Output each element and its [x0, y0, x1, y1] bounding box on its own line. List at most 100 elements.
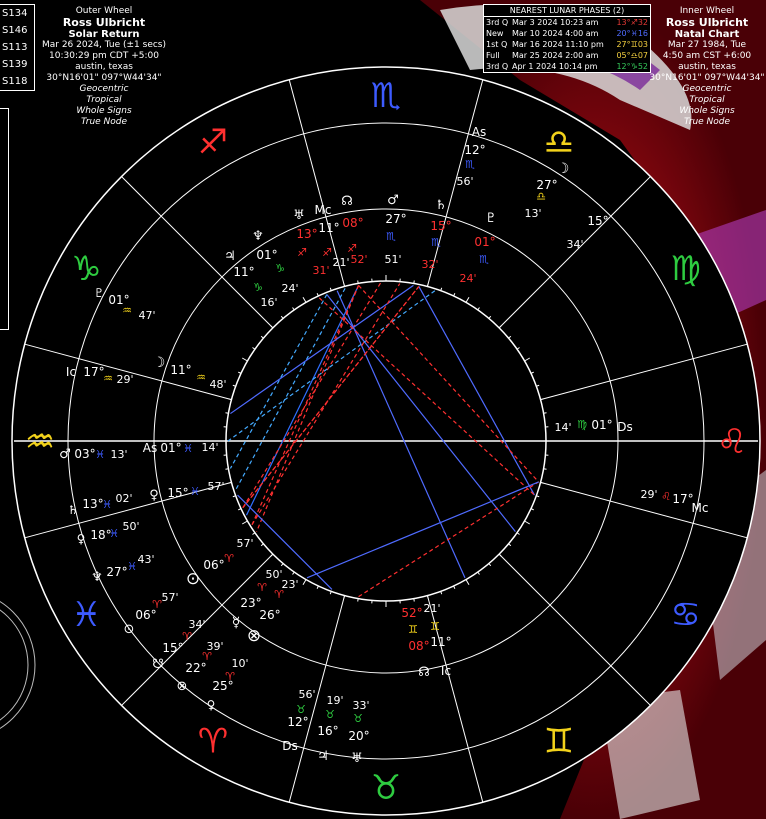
aquarius-sign-icon: ♒ — [25, 422, 55, 462]
uranus-sign: ♐ — [297, 246, 307, 259]
degree-tick — [292, 571, 295, 575]
sr-midheaven-label: Mc — [692, 501, 709, 515]
side-panel-frame — [0, 108, 9, 330]
aspect-line — [242, 286, 420, 509]
sr-uranus-degree: 26° — [259, 608, 280, 622]
aspect-line — [326, 294, 516, 532]
scorpio-sign-icon: ♏ — [371, 76, 401, 116]
natal-moon-glyph: ☽ — [557, 161, 570, 177]
sr-uranus-minutes: 23' — [281, 578, 298, 591]
inner-wheel-date: Mar 27 1984, Tue — [667, 40, 747, 50]
natal-neptune-minutes: 24' — [281, 282, 298, 295]
house-cusp-line — [121, 553, 274, 706]
sr-mars-glyph: ♂ — [59, 447, 71, 462]
side-list-item: S113 — [2, 42, 28, 53]
natal-ic-minutes: 21' — [423, 602, 440, 615]
natal-neptune-degree: 01° — [256, 248, 277, 262]
sagittarius-sign-icon: ♐ — [198, 122, 228, 162]
outer-wheel-name: Ross Ulbricht — [62, 16, 146, 29]
node-sign: ♐ — [347, 242, 357, 255]
degree-tick — [280, 315, 284, 319]
degree-tick — [238, 508, 242, 511]
natal-jupiter-degree: 11° — [233, 265, 254, 279]
side-list-item: S134 — [2, 8, 28, 19]
outer-wheel-place: austin, texas — [75, 62, 133, 72]
inner-wheel-type: Natal Chart — [674, 29, 740, 40]
lunar-phase-name: 1st Q — [486, 40, 508, 49]
aspect-line — [358, 284, 540, 483]
uranus-degree: 13° — [296, 227, 317, 241]
sr-asc-minutes: 14' — [201, 441, 218, 454]
sr-venus-degree: 15° — [167, 486, 188, 500]
degree-tick — [270, 553, 274, 557]
aspect-line — [245, 285, 360, 516]
degree-tick — [536, 495, 540, 498]
lunar-phase-date: Mar 16 2024 11:10 pm — [512, 40, 604, 49]
natal-ic-label: Ic — [441, 664, 451, 678]
degree-tick — [508, 335, 512, 339]
natal-fortune-glyph: ⊗ — [177, 679, 188, 694]
degree-tick — [316, 585, 319, 589]
saturn-minutes: 32' — [421, 258, 438, 271]
mc-minutes: 21' — [332, 256, 349, 269]
natal-ds-right-degree: 01° — [591, 418, 612, 432]
degree-tick — [516, 532, 520, 535]
sr-sun-degree: 06° — [203, 558, 224, 572]
sr-sun-sign: ♈ — [224, 552, 234, 565]
sr-jupiter-sign: ♈ — [257, 581, 267, 594]
house-cusp-line — [24, 481, 232, 539]
sr-asc-sign: ♓ — [183, 442, 193, 455]
degree-tick — [343, 595, 346, 599]
pisces-sign-icon: ♓ — [71, 595, 101, 635]
natal-mars-degree: 27° — [385, 212, 406, 226]
lunar-phase-row: 3rd Q Apr 1 2024 10:14 pm 12°♑52 — [484, 61, 650, 72]
natal-taurus2-minutes: 33' — [352, 699, 369, 712]
degree-tick — [228, 398, 232, 401]
lunar-phase-row: 3rd Q Mar 3 2024 10:23 am 13°♐32 — [484, 17, 650, 28]
degree-tick — [413, 280, 415, 284]
sr-mercury-degree: 18° — [90, 528, 111, 542]
sr-ic-sign: ♒ — [103, 372, 113, 385]
uranus-minutes: 31' — [312, 264, 329, 277]
house-cusp-line — [288, 595, 346, 803]
natal-taurus2-degree: 20° — [348, 729, 369, 743]
inner-wheel-info: Inner Wheel Ross Ulbricht Natal Chart Ma… — [648, 6, 766, 128]
cancer-sign-icon: ♋ — [670, 595, 700, 635]
sr-mars-minutes: 13' — [110, 448, 127, 461]
sr-neptune-degree: 27° — [106, 565, 127, 579]
midheaven-label: Mc — [315, 203, 332, 217]
capricorn-sign-icon: ♑ — [71, 249, 101, 289]
outer-wheel-setting: Whole Signs — [76, 106, 132, 116]
aspect-line — [251, 285, 360, 525]
natal-taurus-minutes: 19' — [326, 694, 343, 707]
natal-node-minutes: 39' — [206, 640, 223, 653]
sr-saturn-sign: ♓ — [102, 498, 112, 511]
outer-wheel-type: Solar Return — [68, 29, 140, 40]
natal-gemini-deg2: 08° — [408, 639, 429, 653]
sr-saturn-glyph: ♄ — [68, 503, 79, 517]
sr-pluto-minutes: 47' — [138, 309, 155, 322]
natal-moon-minutes: 13' — [524, 207, 541, 220]
degree-tick — [329, 591, 332, 595]
sr-jupiter-degree: 23° — [240, 596, 261, 610]
natal-moon-degree: 27° — [536, 178, 557, 192]
aries-sign-icon: ♈ — [198, 722, 228, 762]
natal-fortune-sign: ♈ — [225, 670, 235, 683]
natal-libra-planet-degree: 15° — [587, 214, 608, 228]
sr-pluto-degree: 01° — [108, 293, 129, 307]
inner-wheel-place: austin, texas — [678, 62, 736, 72]
natal-jupiter-minutes: 16' — [260, 296, 277, 309]
natal-taurus-degree: 16° — [317, 724, 338, 738]
degree-tick — [477, 307, 480, 311]
sr-mc-minutes: 29' — [640, 488, 657, 501]
aspect-line — [229, 294, 328, 469]
taurus-sign-icon: ♉ — [371, 768, 401, 808]
sr-mercury-sign: ♓ — [109, 527, 119, 540]
inner-wheel-setting: Tropical — [689, 95, 725, 105]
degree-tick — [540, 481, 544, 484]
pluto-sign: ♏ — [479, 253, 489, 266]
degree-tick — [357, 280, 359, 284]
side-list-item: S139 — [2, 59, 28, 70]
north-node-glyph: ☊ — [341, 194, 353, 209]
outer-wheel-label: Outer Wheel — [75, 6, 133, 16]
